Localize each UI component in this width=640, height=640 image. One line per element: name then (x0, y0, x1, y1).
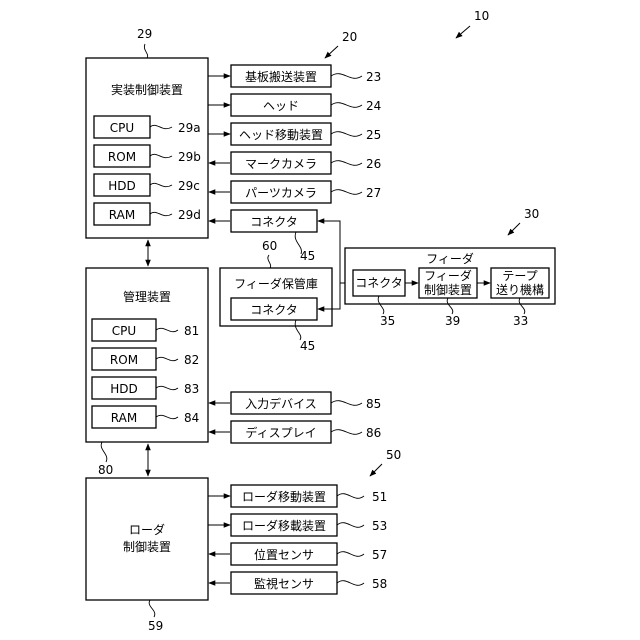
feeder-title: フィーダ (426, 251, 474, 266)
tape-feed-mechanism: テープ 送り機構 33 (491, 268, 549, 328)
ref-system: 10 (474, 9, 489, 23)
mark-camera-label: マークカメラ (245, 157, 317, 171)
head-ref: 24 (366, 99, 381, 113)
loader-mover-ref: 51 (372, 490, 387, 504)
mount-connector-ref: 45 (300, 249, 315, 263)
head-label: ヘッド (263, 99, 299, 113)
manager-title: 管理装置 (123, 289, 171, 304)
device-mark-camera: マークカメラ 26 (209, 152, 381, 174)
position-sensor-label: 位置センサ (254, 547, 314, 562)
device-monitoring-sensor: 監視センサ 58 (209, 572, 387, 594)
display-label: ディスプレイ (245, 425, 316, 440)
loader-transfer-label: ローダ移載装置 (242, 518, 326, 533)
feeder-connector-ref: 35 (380, 314, 395, 328)
device-display: ディスプレイ 86 (209, 421, 381, 443)
tape-feed-line2: 送り機構 (496, 282, 544, 297)
manager-cpu-label: CPU (112, 324, 136, 338)
ref-manager: 80 (98, 463, 113, 477)
device-head: ヘッド 24 (208, 94, 381, 116)
board-transport-ref: 23 (366, 70, 381, 84)
loader-controller-title-line2: 制御装置 (123, 539, 171, 554)
loader-controller-box (86, 478, 208, 600)
manager-cpu-ref: 81 (184, 324, 199, 338)
storage-connector-label: コネクタ (250, 303, 298, 317)
mount-ram-ref: 29d (178, 208, 201, 222)
monitoring-sensor-label: 監視センサ (254, 576, 314, 591)
parts-camera-ref: 27 (366, 186, 381, 200)
mount-rom-label: ROM (108, 150, 136, 164)
storage-connector-ref: 45 (300, 339, 315, 353)
device-position-sensor: 位置センサ 57 (209, 543, 387, 565)
head-mover-ref: 25 (366, 128, 381, 142)
device-parts-camera: パーツカメラ 27 (209, 181, 381, 203)
mount-controller-title: 実装制御装置 (111, 82, 183, 97)
board-transport-label: 基板搬送装置 (245, 69, 317, 84)
position-sensor-ref: 57 (372, 548, 387, 562)
display-ref: 86 (366, 426, 381, 440)
feeder-control: フィーダ 制御装置 39 (419, 268, 477, 328)
mount-connector-label: コネクタ (250, 215, 298, 229)
device-board-transport: 基板搬送装置 23 (208, 65, 381, 87)
device-loader-mover: ローダ移動装置 51 (208, 485, 387, 507)
manager-ram-ref: 84 (184, 411, 199, 425)
device-mount-connector: コネクタ 45 (209, 210, 317, 263)
ref-storage: 60 (262, 239, 277, 253)
mount-cpu-ref: 29a (178, 121, 201, 135)
feeder-control-line2: 制御装置 (424, 282, 472, 297)
tape-feed-line1: テープ (502, 269, 537, 283)
tape-feed-ref: 33 (513, 314, 528, 328)
feeder-connector-label: コネクタ (355, 276, 403, 290)
mark-camera-ref: 26 (366, 157, 381, 171)
head-mover-label: ヘッド移動装置 (239, 128, 323, 142)
manager-hdd-label: HDD (110, 382, 138, 396)
loader-controller-title-line1: ローダ (129, 522, 165, 537)
mount-ram-label: RAM (109, 208, 135, 222)
parts-camera-label: パーツカメラ (245, 186, 317, 200)
device-loader-transfer: ローダ移載装置 53 (208, 514, 387, 536)
mount-hdd-ref: 29c (178, 179, 200, 193)
loader-mover-label: ローダ移動装置 (242, 489, 326, 504)
loader-transfer-ref: 53 (372, 519, 387, 533)
ref-feeder: 30 (524, 207, 539, 221)
input-device-label: 入力デバイス (245, 396, 317, 411)
manager-hdd-ref: 83 (184, 382, 199, 396)
input-device-ref: 85 (366, 397, 381, 411)
feeder-control-line1: フィーダ (424, 268, 472, 283)
monitoring-sensor-ref: 58 (372, 577, 387, 591)
feeder-control-ref: 39 (445, 314, 460, 328)
manager-rom-ref: 82 (184, 353, 199, 367)
device-input: 入力デバイス 85 (209, 392, 381, 414)
ref-loader-controller: 59 (148, 619, 163, 633)
mount-cpu-label: CPU (110, 121, 134, 135)
feeder-storage-title: フィーダ保管庫 (234, 276, 318, 291)
mount-hdd-label: HDD (108, 179, 136, 193)
ref-loader: 50 (386, 448, 401, 462)
ref-mounting-machine: 20 (342, 30, 357, 44)
device-head-mover: ヘッド移動装置 25 (208, 123, 381, 145)
mount-rom-ref: 29b (178, 150, 201, 164)
manager-rom-label: ROM (110, 353, 138, 367)
ref-mount-controller: 29 (137, 27, 152, 41)
manager-ram-label: RAM (111, 411, 137, 425)
